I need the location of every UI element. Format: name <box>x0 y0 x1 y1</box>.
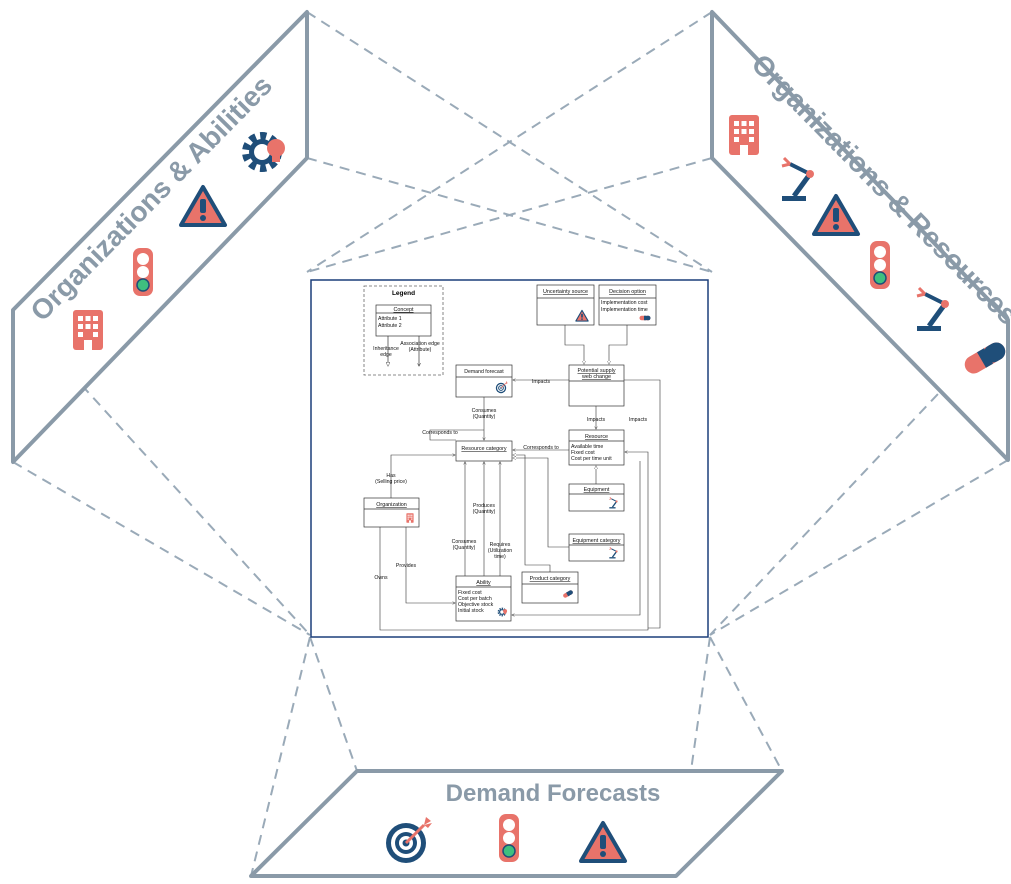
legend-attr2: Attribute 2 <box>378 323 402 329</box>
legend-concept: Concept <box>393 307 414 313</box>
resource-attr3: Cost per time unit <box>571 456 612 462</box>
ability-attr1: Fixed cost <box>458 590 482 596</box>
edge-has-1: Has <box>386 473 396 479</box>
decision-attr1: Implementation cost <box>601 300 648 306</box>
ability-node: Ability <box>476 580 491 586</box>
uncertainty-source-node: Uncertainty source <box>543 289 588 295</box>
edge-provides: Provides <box>396 563 417 569</box>
legend-inheritance-2: edge <box>380 352 392 358</box>
edge-consumes-1: Consumes <box>472 408 497 414</box>
traffic-light-icon <box>132 247 154 297</box>
left-panel: Organizations & Abilities <box>11 10 309 464</box>
edge-owns: Owns <box>374 575 388 581</box>
edge-corresponds-left: Corresponds to <box>422 430 458 436</box>
edge-requires-3: time) <box>494 554 506 560</box>
ability-attr4: Initial stock <box>458 608 484 614</box>
potential-supply-node-2: web change <box>581 374 611 380</box>
edge-produces-1: Produces <box>473 503 495 509</box>
edge-consumes-2: (Quantity) <box>473 414 496 420</box>
equipment-category-node: Equipment category <box>573 538 621 544</box>
edge-produces-2: (Quantity) <box>473 509 496 515</box>
resource-node: Resource <box>585 434 608 440</box>
resource-attr2: Fixed cost <box>571 450 595 456</box>
ability-attr2: Cost per batch <box>458 596 492 602</box>
class-diagram: Legend Concept Attribute 1 Attribute 2 I… <box>310 279 709 638</box>
right-panel: Organizations & Resources <box>710 10 1011 462</box>
decision-option-node: Decision option <box>609 289 646 295</box>
edge-requires-1: Requires <box>490 542 511 548</box>
equipment-node: Equipment <box>584 487 610 493</box>
potential-supply-node: Potential supply <box>577 368 615 374</box>
legend-association-1: Association edge <box>400 341 440 347</box>
legend: Legend Concept Attribute 1 Attribute 2 I… <box>363 285 444 376</box>
ability-attr3: Objective stock <box>458 602 494 608</box>
traffic-light-icon <box>869 240 891 290</box>
building-icon <box>406 513 414 523</box>
resource-attr1: Available time <box>571 444 603 450</box>
building-icon <box>729 115 759 155</box>
bottom-panel: Demand Forecasts <box>249 769 784 878</box>
organization-node: Organization <box>376 502 407 508</box>
edge-consumes-b1: Consumes <box>452 539 477 545</box>
legend-attr1: Attribute 1 <box>378 316 402 322</box>
legend-inheritance-1: Inheritance <box>373 346 399 352</box>
legend-association-2: (Attribute) <box>409 347 432 353</box>
edge-consumes-b2: (Quantity) <box>453 545 476 551</box>
edge-impacts-demand: Impacts <box>532 379 551 385</box>
traffic-light-icon <box>498 813 520 863</box>
demand-forecast-node: Demand forecast <box>464 369 504 375</box>
bottom-panel-title: Demand Forecasts <box>446 780 661 807</box>
edge-requires-2: (Utilization <box>488 548 512 554</box>
legend-title: Legend <box>392 290 415 297</box>
edge-impacts-right: Impacts <box>629 417 648 423</box>
edge-corresponds-right: Corresponds to <box>523 445 559 451</box>
building-icon <box>73 310 103 350</box>
decision-attr2: Implementation time <box>601 307 648 313</box>
edge-has-2: (Selling price) <box>375 479 407 485</box>
product-category-node: Product category <box>530 576 571 582</box>
edge-impacts-resource: Impacts <box>587 417 606 423</box>
pill-icon <box>639 315 651 321</box>
resource-category-node: Resource category <box>461 446 507 452</box>
diagram-edges <box>379 325 661 631</box>
